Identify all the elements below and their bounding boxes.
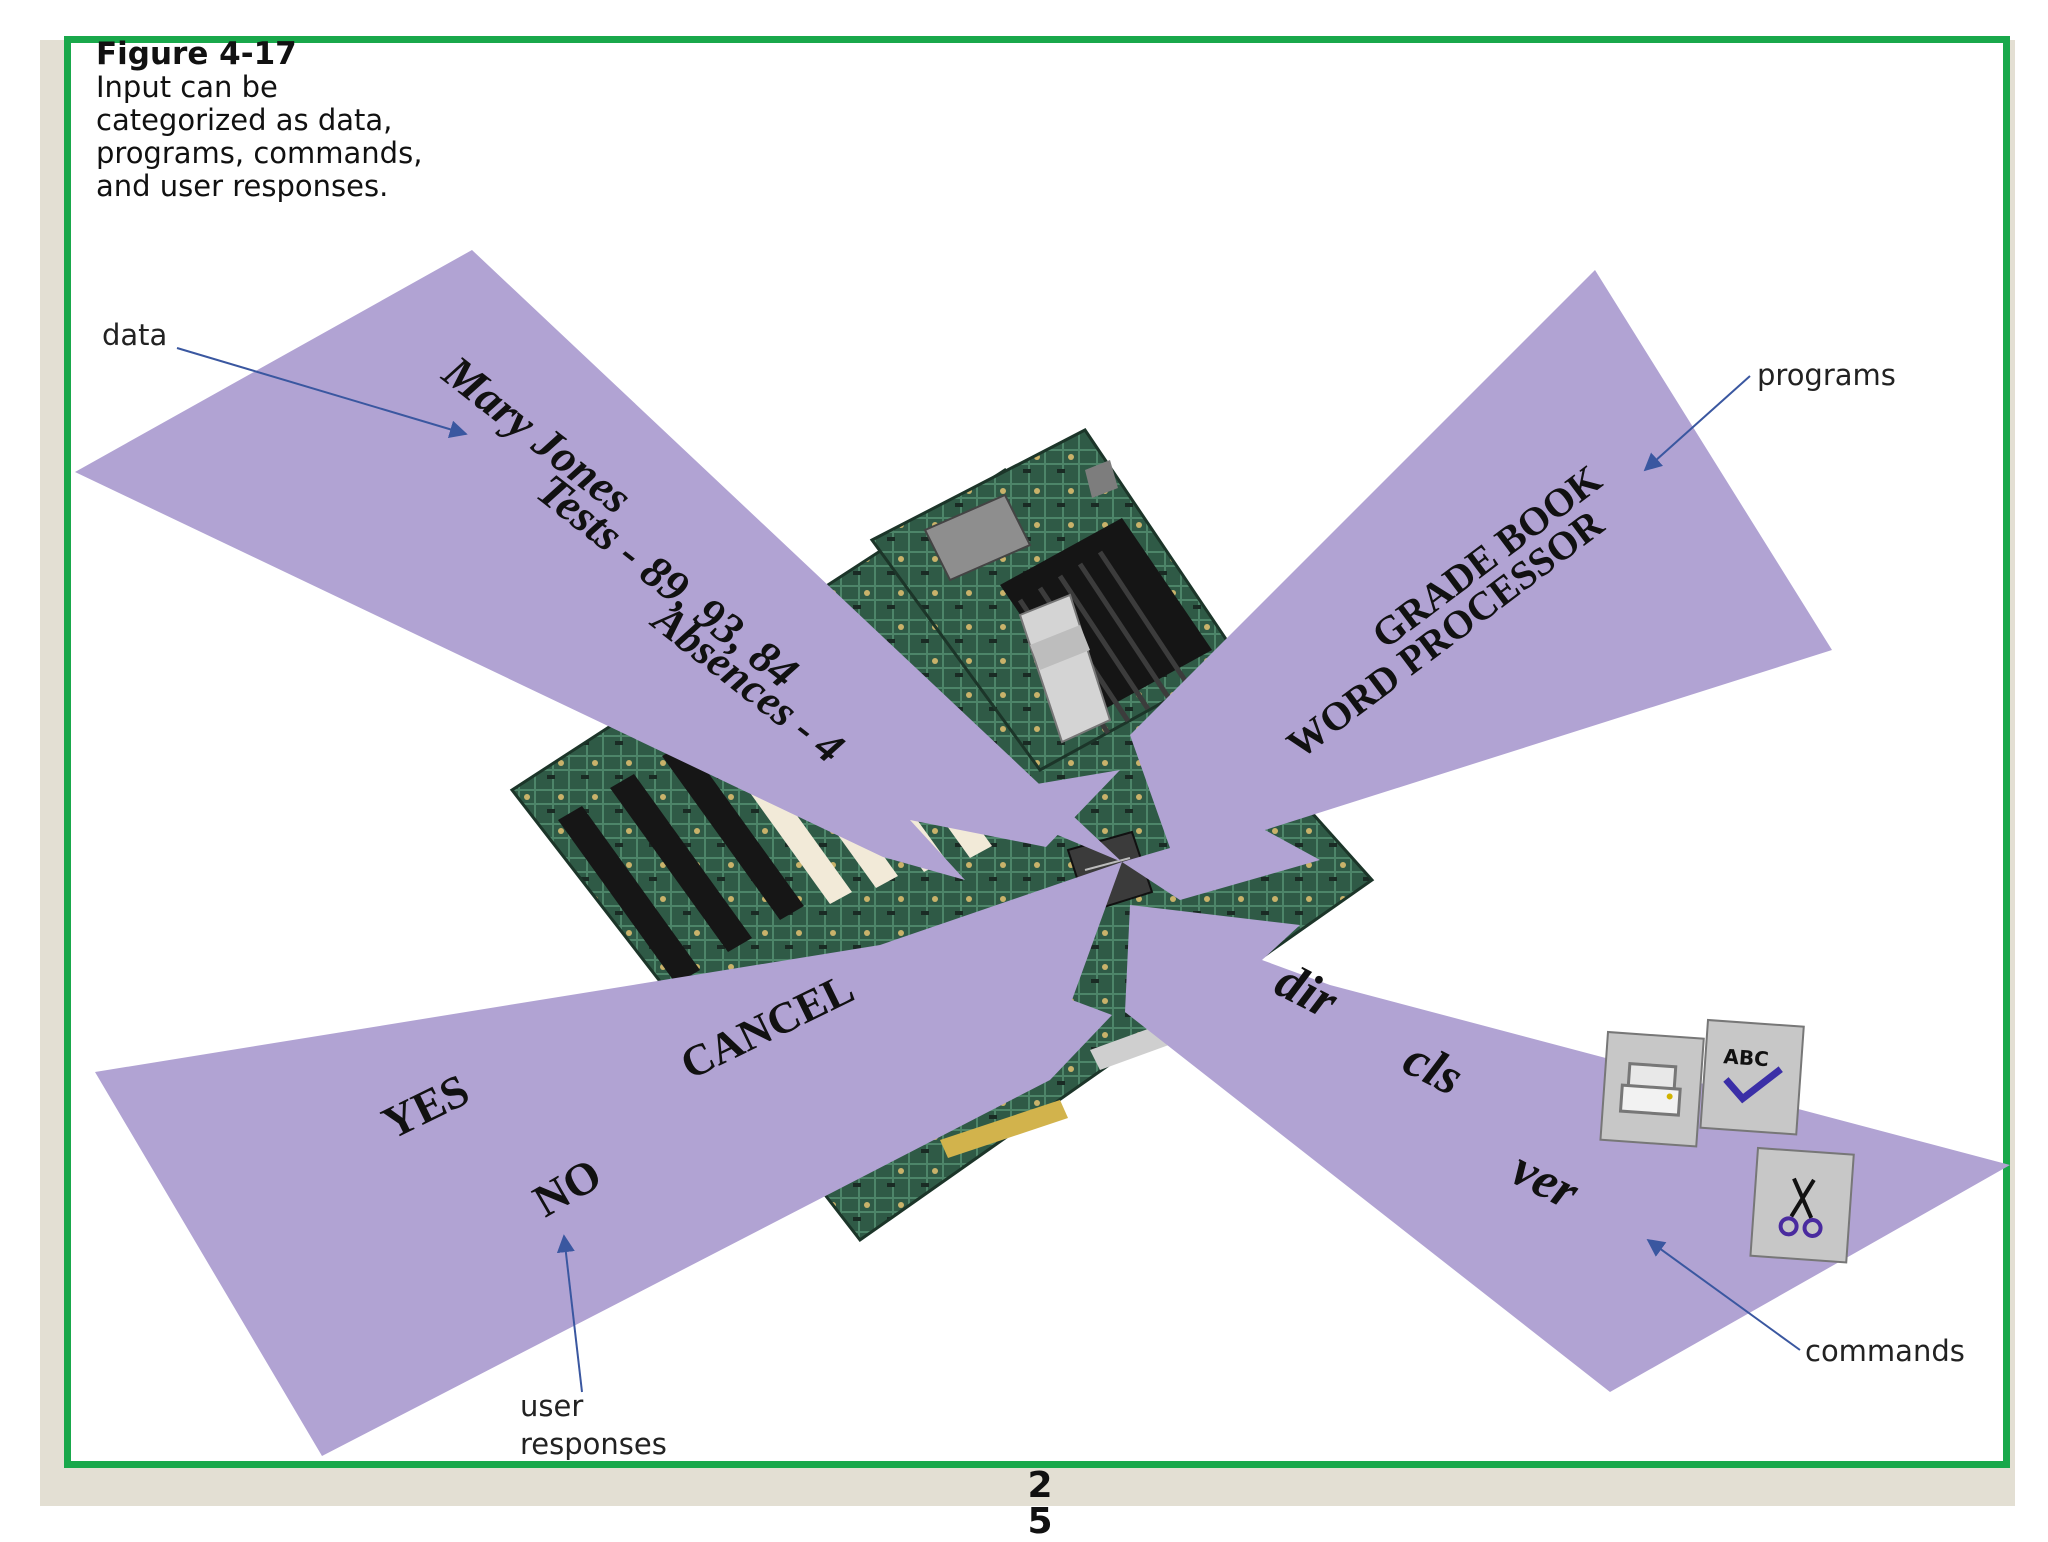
figure-caption: Figure 4-17 Input can be categorized as … (96, 38, 422, 203)
caption-line-2: categorized as data, (96, 103, 393, 137)
svg-text:ABC: ABC (1723, 1044, 1770, 1071)
user-responses-callout-label: user responses (520, 1387, 667, 1463)
commands-arrow (1646, 1238, 1801, 1351)
commands-beam (1125, 905, 2010, 1392)
printer-icon (1599, 1030, 1705, 1148)
io-connector (923, 460, 1118, 582)
commands-callout-label: commands (1805, 1334, 1965, 1368)
user-responses-label-line-1: user (520, 1389, 584, 1423)
user-responses-label-line-2: responses (520, 1427, 667, 1461)
spell-check-icon: ABC (1699, 1018, 1805, 1136)
user-responses-beam (95, 862, 1122, 1456)
page-number: 2 5 (1020, 1468, 1060, 1540)
caption-line-1: Input can be (96, 70, 278, 104)
callout-arrows (176, 347, 1801, 1393)
programs-beam (1122, 270, 1832, 900)
data-arrow (176, 347, 468, 439)
scissors-icon (1749, 1146, 1855, 1264)
programs-arrow (1643, 375, 1751, 472)
caption-line-4: and user responses. (96, 169, 389, 203)
page-number-digit-2: 5 (1027, 1501, 1053, 1542)
data-beam (75, 250, 1122, 880)
user-responses-arrow (556, 1234, 583, 1393)
caption-line-3: programs, commands, (96, 136, 423, 170)
page-number-digit-1: 2 (1027, 1465, 1053, 1506)
memory-modules (1018, 593, 1112, 744)
programs-callout-label: programs (1757, 358, 1896, 392)
data-callout-label: data (102, 318, 168, 352)
figure-number: Figure 4-17 (96, 36, 297, 72)
